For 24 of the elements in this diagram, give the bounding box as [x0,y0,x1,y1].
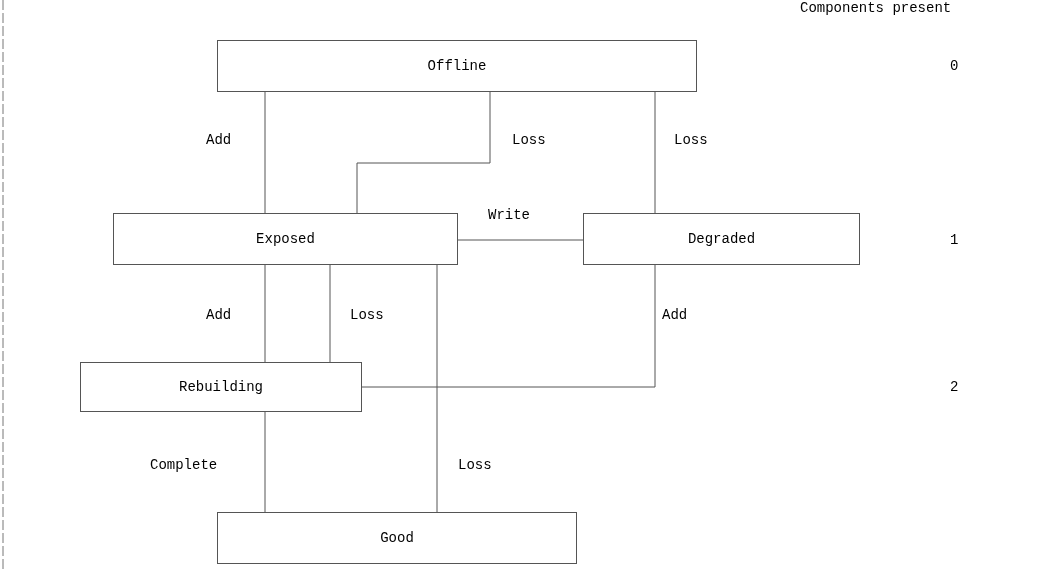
connector-line [361,264,656,388]
state-box [217,40,697,92]
connector-line [264,91,266,214]
count-value: 0 [950,58,959,74]
connector-line [457,239,584,241]
state-box [583,213,860,265]
edge-label: Complete [148,457,220,473]
state-box [80,362,362,412]
state-name: Exposed [256,231,315,247]
state-box [217,512,577,564]
state-name: Offline [427,58,487,74]
state-box [113,213,458,265]
connector-line [329,264,331,363]
count-value: 2 [950,379,959,395]
connector-line [356,91,491,214]
connector-line [264,411,266,513]
connector-line [264,264,266,363]
state-name: Degraded [687,231,756,247]
connector-line [436,264,438,513]
column-heading: Components present [800,0,952,16]
connector-line [654,91,656,214]
state-name: Good [380,530,414,546]
count-value: 1 [950,232,959,248]
state-name: Rebuilding [179,379,263,395]
